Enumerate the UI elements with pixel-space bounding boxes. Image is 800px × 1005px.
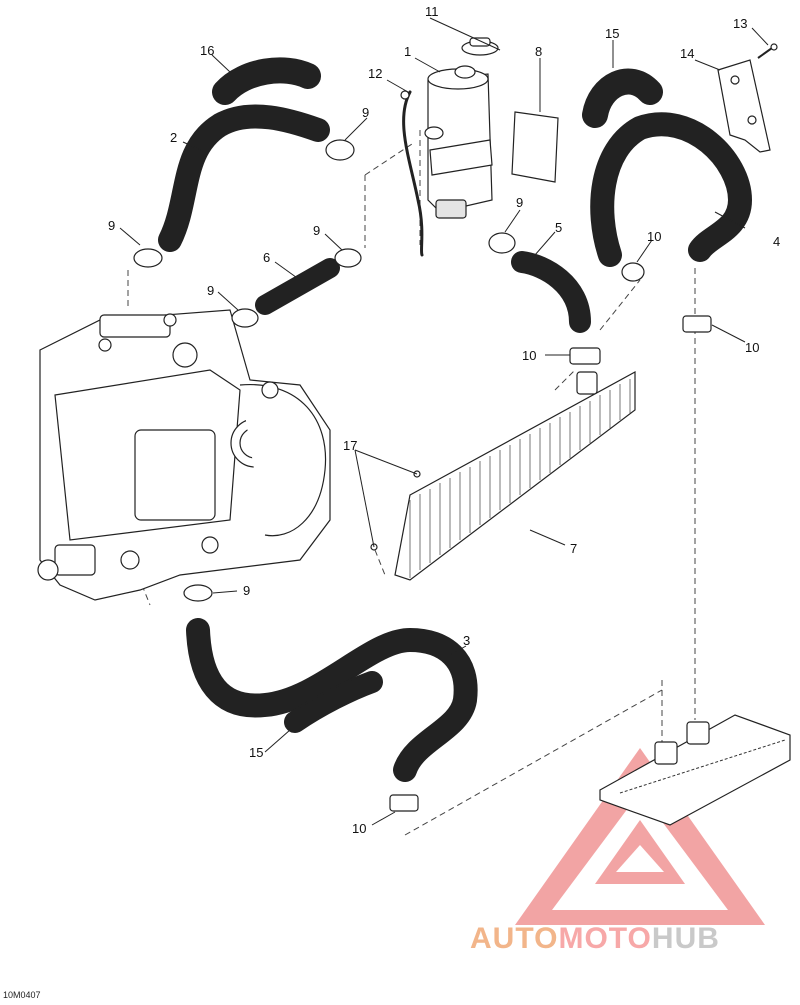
brand-moto: MOTO [558,922,652,955]
callout-9e: 9 [516,195,523,210]
support-bracket [717,59,771,153]
callout-8: 8 [535,44,542,59]
callout-9b: 9 [108,218,115,233]
callout-12: 12 [368,66,382,81]
callout-10c: 10 [522,348,536,363]
corrugated-hose-top [212,57,321,105]
callout-15b: 15 [249,745,263,760]
watermark-logo [515,748,765,925]
leader-lines [119,17,769,826]
decal [511,111,559,183]
callout-11: 11 [425,4,439,19]
clamps-9 [133,139,516,602]
callout-10a: 10 [647,229,661,244]
callout-9d: 9 [207,283,214,298]
hose-5 [511,251,591,333]
callout-2: 2 [170,130,177,145]
callout-17: 17 [343,438,357,453]
radiator [370,370,636,581]
callout-16: 16 [200,43,214,58]
clamps-10 [389,262,712,812]
engine-block [37,309,331,601]
corrugated-hose-upper [582,68,663,128]
heat-exchanger [599,714,791,826]
callout-5: 5 [555,220,562,235]
callout-14: 14 [680,46,694,61]
callout-10d: 10 [352,821,366,836]
hose-3 [186,618,478,782]
assembly-lines [127,130,696,836]
callout-1: 1 [404,44,411,59]
callout-4: 4 [773,234,780,249]
brand-auto: AUTO [470,922,559,955]
brand-hub: HUB [651,922,720,955]
callout-labels: 1 2 3 4 5 6 7 8 9 9 9 9 9 9 10 10 10 10 … [108,4,780,836]
callout-13: 13 [733,16,747,31]
callout-6: 6 [263,250,270,265]
brand-wordmark: AUTOMOTOHUB [470,922,720,956]
callout-9c: 9 [313,223,320,238]
coolant-reservoir [424,65,493,219]
callout-7: 7 [570,541,577,556]
screw [757,43,778,59]
callout-15a: 15 [605,26,619,41]
hose-6 [255,258,340,315]
callout-9a: 9 [362,105,369,120]
corrugated-hose-lower [284,671,383,733]
overflow-hose [402,90,424,257]
callout-9f: 9 [243,583,250,598]
hose-4 [590,112,752,267]
callout-3: 3 [463,633,470,648]
figure-code: 10M0407 [3,990,41,1000]
callout-10b: 10 [745,340,759,355]
hose-2 [158,104,330,252]
